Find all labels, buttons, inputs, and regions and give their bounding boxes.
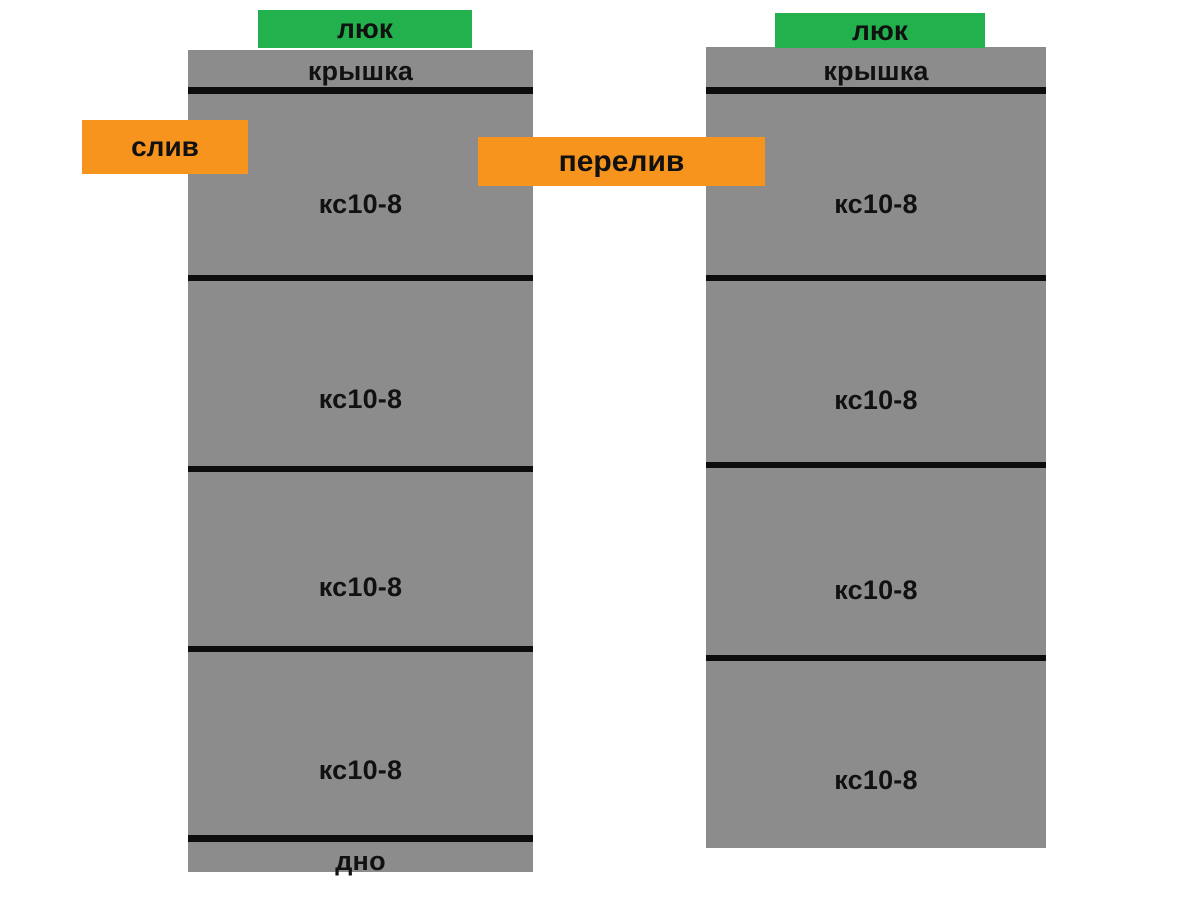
left-tank-ring-2-label: кс10-8 — [318, 384, 403, 414]
left-tank-divider-3 — [188, 646, 533, 652]
left-tank-divider-2 — [188, 466, 533, 472]
right-tank-hatch[interactable]: люк — [775, 13, 985, 48]
left-tank-divider-lid — [188, 87, 533, 94]
right-tank-ring-3-label: кс10-8 — [834, 575, 918, 605]
right-tank-ring-2-label: кс10-8 — [834, 385, 918, 415]
left-tank-divider-bottom — [188, 835, 533, 842]
left-tank-lid-label: крышка — [307, 56, 414, 86]
overflow-pipe[interactable]: перелив — [478, 137, 765, 186]
left-tank-bottom-label: дно — [335, 846, 386, 876]
left-tank-ring-3-label: кс10-8 — [318, 572, 403, 602]
left-tank-hatch[interactable]: люк — [258, 10, 472, 48]
right-tank-divider-lid — [706, 87, 1046, 94]
right-tank-divider-3 — [706, 655, 1046, 661]
left-tank-hatch-label: люк — [337, 13, 393, 44]
overflow-pipe-label: перелив — [558, 144, 685, 178]
right-tank-ring-4-label: кс10-8 — [834, 765, 918, 795]
right-tank-divider-1 — [706, 275, 1046, 281]
right-tank-lid-label: крышка — [823, 56, 929, 86]
drain-pipe-label: слив — [131, 131, 199, 162]
left-tank-divider-1 — [188, 275, 533, 281]
left-tank-body: крышка кс10-8 кс10-8 кс10-8 кс10-8 дно — [188, 50, 533, 876]
right-tank-divider-2 — [706, 462, 1046, 468]
left-tank-ring-1-label: кс10-8 — [318, 189, 403, 219]
drain-pipe[interactable]: слив — [82, 120, 248, 174]
right-tank-hatch-label: люк — [852, 14, 908, 46]
left-tank-ring-4-label: кс10-8 — [318, 755, 403, 785]
right-tank-ring-1-label: кс10-8 — [834, 189, 918, 219]
